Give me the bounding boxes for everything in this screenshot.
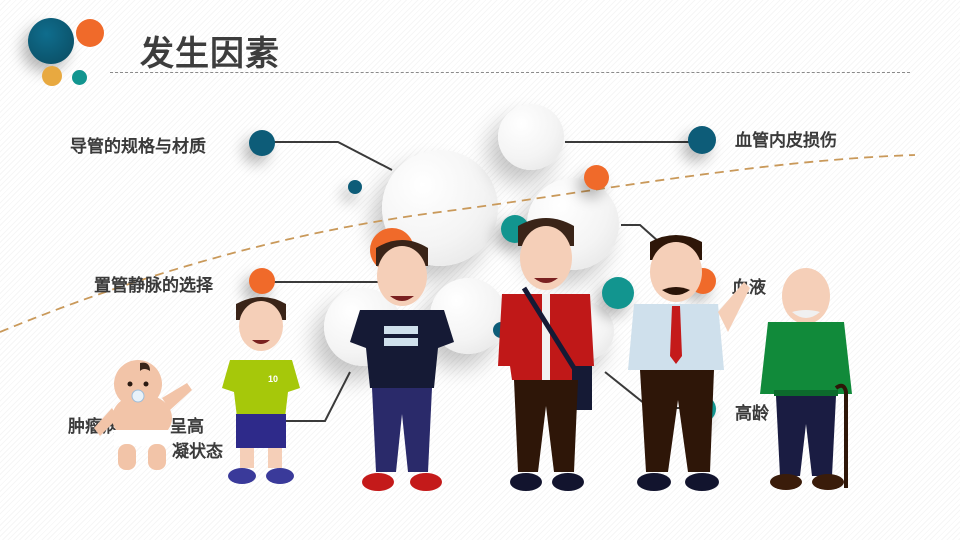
boy-figure: 10 — [222, 297, 300, 484]
logo-dot-teal-dark — [28, 18, 74, 64]
orange-dot-curve — [584, 165, 609, 190]
logo-dot-gold — [42, 66, 62, 86]
middle-aged-man-figure — [628, 235, 750, 491]
bubble-top — [498, 104, 564, 170]
factor-dot-vein — [249, 268, 275, 294]
factor-label-vein: 置管静脉的选择 — [94, 276, 213, 296]
factor-label-age: 高龄 — [735, 404, 769, 424]
logo-dot-orange — [76, 19, 104, 47]
factor-dot-catheter — [249, 130, 275, 156]
elderly-man-figure — [760, 268, 852, 490]
factor-label-endothelium: 血管内皮损伤 — [735, 131, 837, 151]
teal-dot-right — [602, 277, 634, 309]
logo-dot-teal — [72, 70, 87, 85]
factor-dot-endothelium — [688, 126, 716, 154]
young-man-figure — [498, 218, 594, 491]
factor-label-catheter: 导管的规格与材质 — [70, 137, 206, 157]
factor-label-hypercoagulable-line2: 凝状态 — [172, 442, 223, 462]
teen-figure — [350, 240, 454, 491]
small-dot-teal — [348, 180, 362, 194]
baby-figure — [94, 360, 192, 470]
page-title: 发生因素 — [140, 34, 280, 74]
svg-text:10: 10 — [268, 374, 278, 384]
title-divider — [110, 72, 910, 73]
